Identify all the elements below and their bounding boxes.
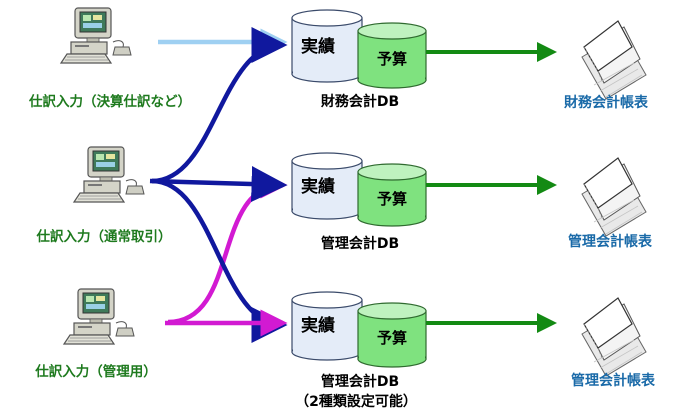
database-financial: 実績 予算 財務会計DB (291, 9, 427, 110)
arrow-navy-to-mgmt-db-1 (149, 166, 288, 203)
db-budget-label: 予算 (377, 329, 407, 347)
cylinder-actual (291, 291, 363, 361)
db-actual-label: 実績 (301, 36, 335, 57)
computer-icon-2 (73, 146, 145, 203)
db-actual-label: 実績 (301, 315, 335, 336)
printout-icon-1 (581, 20, 647, 100)
cylinder-budget (357, 22, 427, 89)
database-management-1: 実績 予算 管理会計DB (291, 152, 427, 252)
source-label-3: 仕訳入力（管理用） (34, 363, 157, 380)
db-budget-label: 予算 (377, 50, 407, 68)
cylinder-budget (357, 163, 427, 227)
db-label: 財務会計DB (320, 93, 399, 110)
arrow-navy-to-mgmt-db-2 (151, 178, 288, 343)
source-label-2: 仕訳入力（通常取引） (36, 228, 172, 245)
db-actual-label: 実績 (301, 176, 335, 197)
computer-icon-1 (60, 7, 132, 64)
report-label-2: 管理会計帳表 (568, 233, 653, 250)
database-management-2: 実績 予算 管理会計DB （2種類設定可能） (291, 291, 427, 410)
printout-icon-3 (581, 297, 647, 377)
cylinder-actual (291, 152, 363, 220)
report-label-1: 財務会計帳表 (563, 94, 649, 111)
db-label: 管理会計DB (321, 373, 399, 390)
db-budget-label: 予算 (377, 190, 407, 208)
report-label-3: 管理会計帳表 (571, 372, 656, 389)
cylinder-actual (291, 9, 363, 83)
computer-icon-3 (63, 288, 135, 345)
arrow-navy-to-financial-db (151, 27, 288, 184)
db-sublabel: （2種類設定可能） (295, 393, 417, 410)
cylinder-budget (357, 302, 427, 368)
arrow-magenta-to-mgmt-db-1 (167, 171, 288, 325)
source-label-1: 仕訳入力（決算仕訳など） (28, 93, 191, 110)
printout-icon-2 (581, 157, 647, 237)
db-label: 管理会計DB (321, 235, 399, 252)
